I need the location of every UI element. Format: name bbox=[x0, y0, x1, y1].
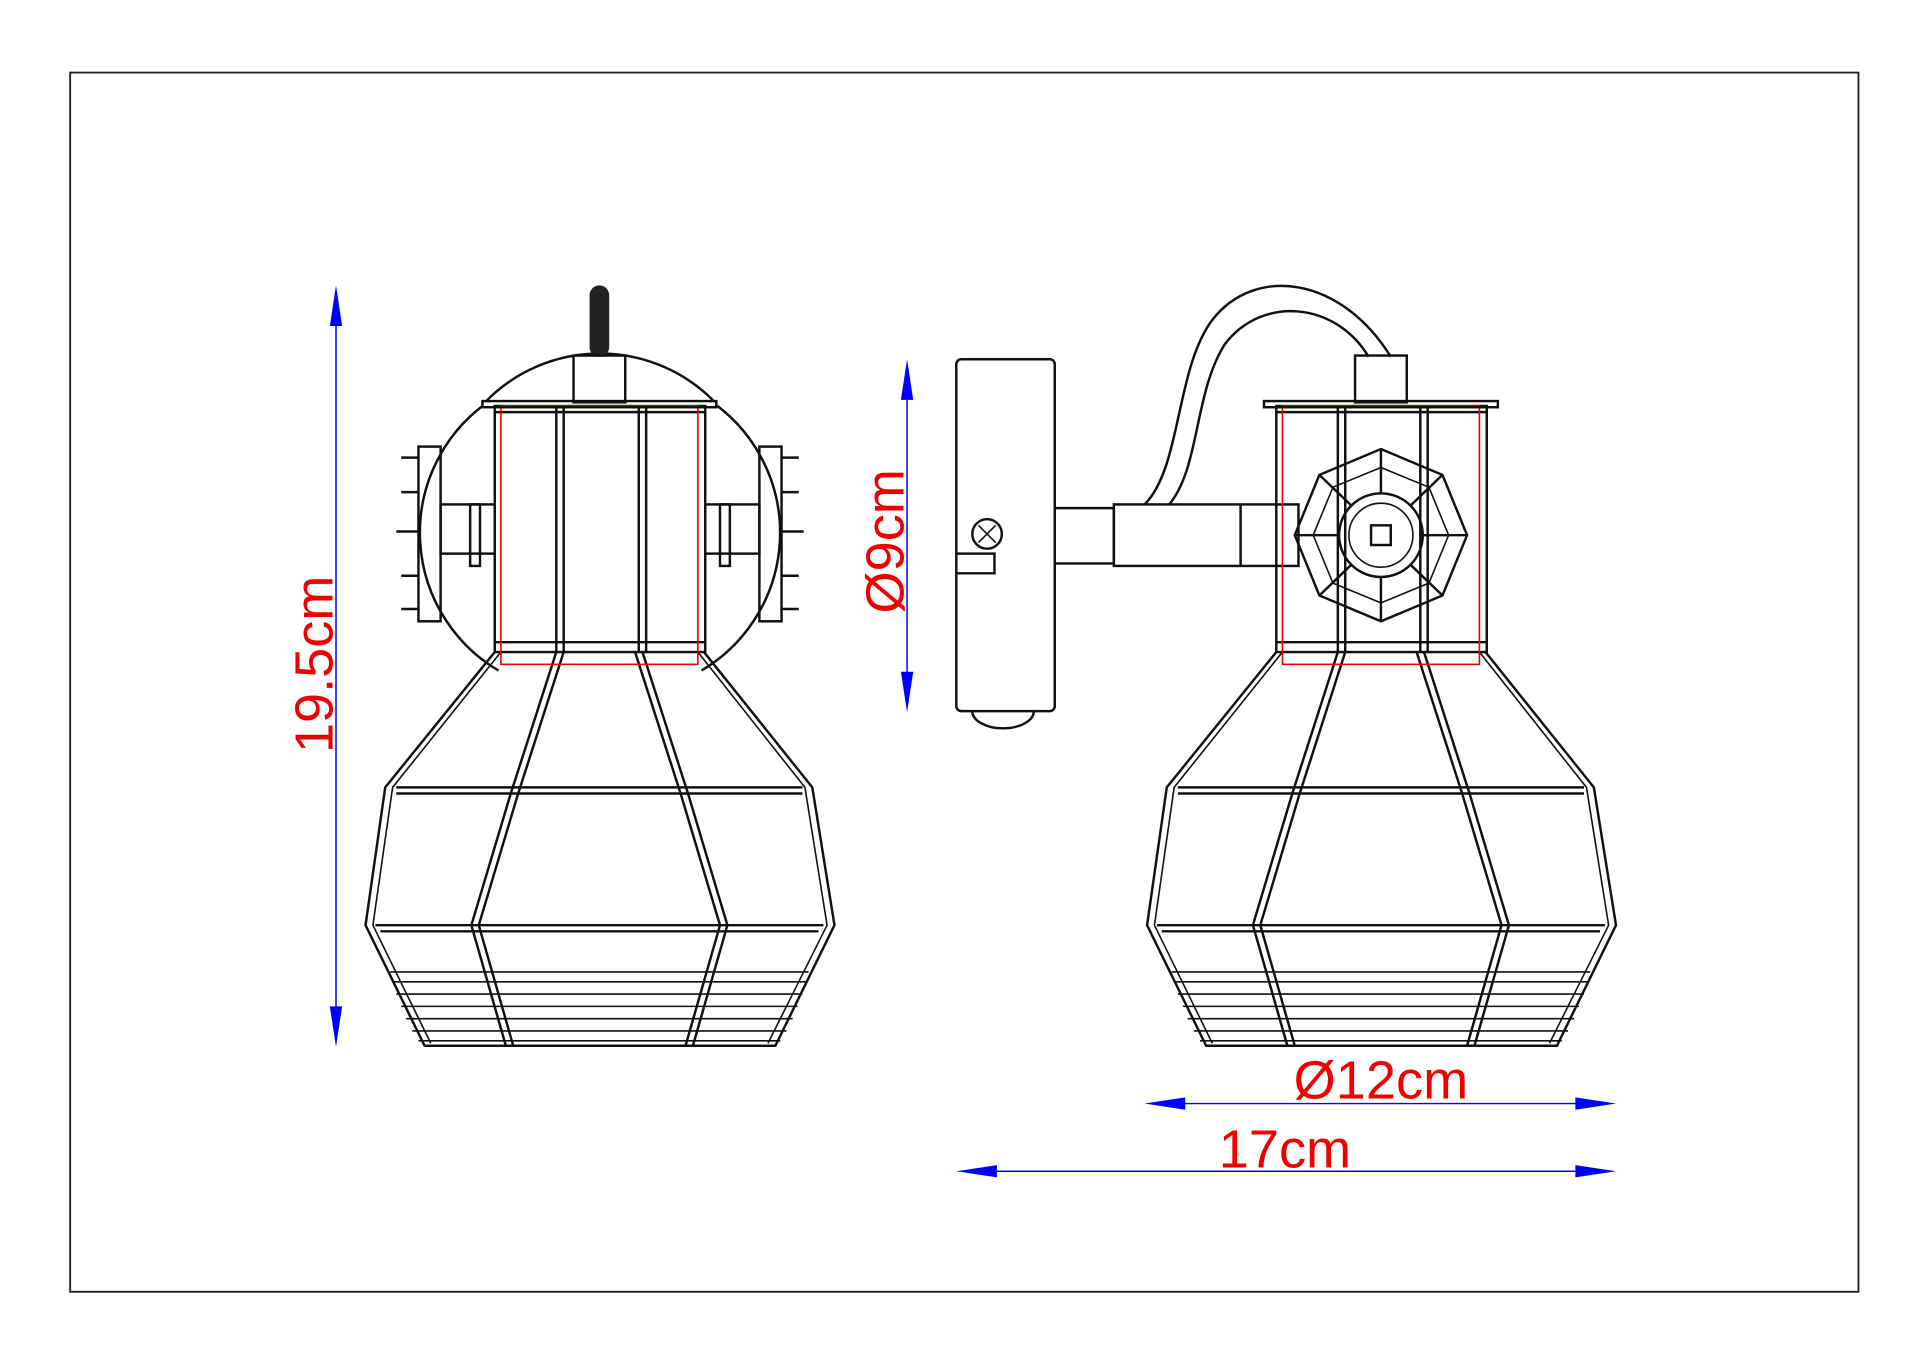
drawing-border bbox=[69, 71, 1860, 1293]
right-bracket bbox=[704, 445, 804, 623]
wall-plate bbox=[955, 358, 1056, 713]
mounting-screw-icon bbox=[589, 285, 610, 357]
adjustment-knob-icon bbox=[1293, 447, 1469, 623]
height-label: 19.5cm bbox=[284, 576, 344, 753]
plate-diameter-label: Ø9cm bbox=[855, 469, 915, 613]
side-view-lamp bbox=[955, 284, 1618, 1047]
shade-diameter-dimension: Ø12cm bbox=[1144, 1051, 1616, 1111]
shade-diameter-label: Ø12cm bbox=[1294, 1051, 1468, 1111]
left-bracket bbox=[396, 445, 497, 623]
plate-diameter-dimension: Ø9cm bbox=[855, 359, 915, 713]
height-dimension: 19.5cm bbox=[284, 285, 344, 1047]
screw-icon bbox=[971, 517, 1004, 550]
front-view-lamp bbox=[364, 285, 836, 1047]
projection-dimension: 17cm bbox=[956, 1120, 1616, 1180]
projection-label: 17cm bbox=[1219, 1120, 1351, 1180]
